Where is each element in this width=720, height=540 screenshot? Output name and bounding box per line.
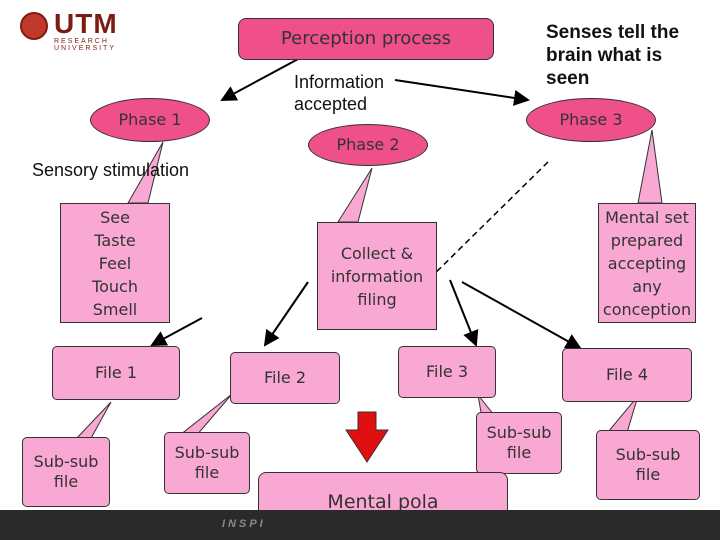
collect-callout: Collect & information filing [317,222,437,330]
connector-title-to-phase1 [220,57,301,101]
file1-box: File 1 [52,346,180,400]
footer-bar: INSPI [0,510,720,540]
utm-crest-icon [20,12,48,40]
connector-to-file4 [461,281,582,349]
file3-box: File 3 [398,346,496,398]
pointer-subfile1 [73,401,112,441]
connector-title-to-phase3 [394,79,530,106]
pointer-collect-callout [337,167,373,223]
connector-to-file1 [150,317,203,346]
file2-box: File 2 [230,352,340,404]
red-down-arrow-icon [345,411,389,463]
mental-set-callout: Mental set prepared accepting any concep… [598,203,696,323]
connector-to-file3 [449,279,479,347]
information-note: Information accepted [294,72,385,114]
utm-logo: UTM RESEARCH UNIVERSITY [20,8,170,52]
file4-box: File 4 [562,348,692,402]
senses-list-box: See Taste Feel Touch Smell [60,203,170,323]
connector-dashed [417,161,549,291]
title-box: Perception process [238,18,494,60]
phase2-pill: Phase 2 [308,124,428,166]
phase1-pill: Phase 1 [90,98,210,142]
subfile4-box: Sub-sub file [596,430,700,500]
pointer-subfile2 [178,393,233,437]
logo-subtext: RESEARCH UNIVERSITY [54,38,117,52]
connector-to-file2 [263,281,309,347]
sensory-label: Sensory stimulation [32,160,190,180]
subfile2-box: Sub-sub file [164,432,250,494]
subfile1-box: Sub-sub file [22,437,110,507]
pointer-mental-set [637,129,663,204]
senses-note: Senses tell the brain what is seen [546,22,680,89]
phase3-pill: Phase 3 [526,98,656,142]
subfile3-box: Sub-sub file [476,412,562,474]
logo-text: UTM [54,8,118,39]
footer-text: INSPI [222,518,266,530]
